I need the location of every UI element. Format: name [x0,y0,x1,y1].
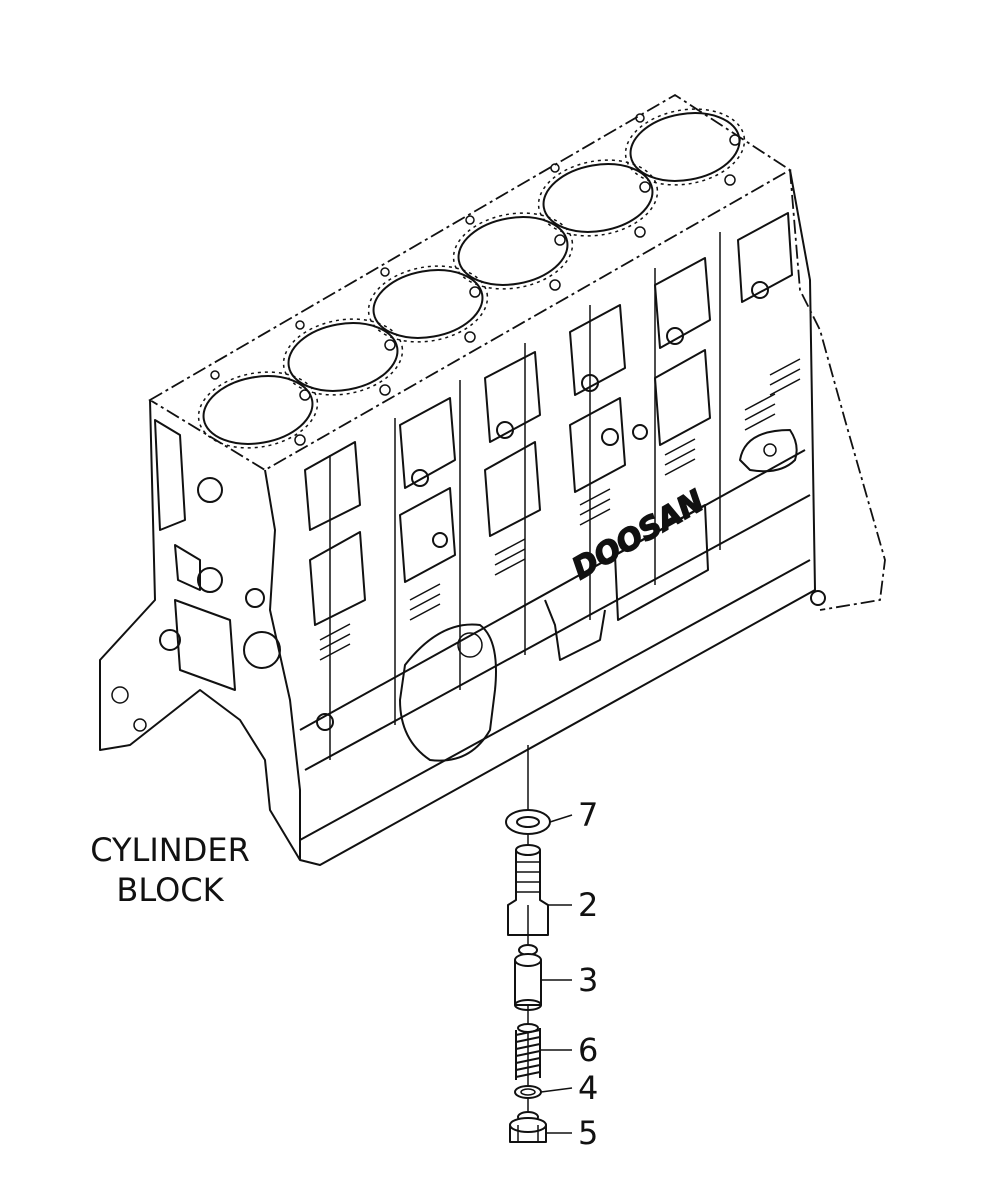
piston-part [514,944,542,1011]
brand-text: DOOSAN [567,484,711,587]
callout-6: 6 [578,1031,598,1069]
cylinder-block [99,93,886,866]
callout-7: 7 [578,796,598,834]
plug-part [509,1111,547,1143]
callout-2: 2 [578,886,598,924]
callout-4: 4 [578,1069,598,1107]
callout-5: 5 [578,1114,598,1152]
seal-ring-part [514,1085,542,1099]
washer-part [505,809,551,835]
callout-labels: 7 2 3 6 4 5 [578,796,598,1152]
block-label-line-1: CYLINDER [90,831,250,869]
valve-body-part [507,844,549,936]
cylinder-block-label: CYLINDER BLOCK [70,830,270,910]
spring-part [515,1023,541,1080]
leader-lines [540,814,573,1134]
callout-3: 3 [578,961,598,999]
block-label-line-2: BLOCK [116,871,224,909]
cylinder-bores [197,108,746,449]
